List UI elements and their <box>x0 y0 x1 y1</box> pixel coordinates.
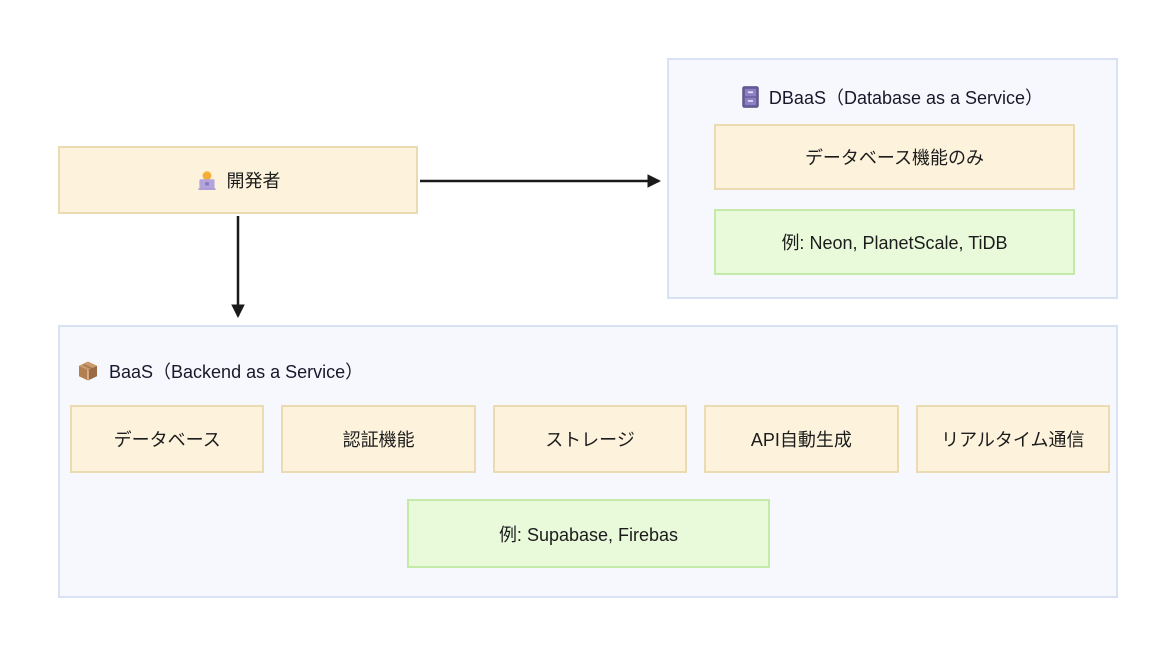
baas-feature-api-label: API自動生成 <box>750 430 852 450</box>
baas-title: BaaS（Backend as a Service） <box>109 362 364 382</box>
baas-title-row: BaaS（Backend as a Service） <box>77 358 363 384</box>
baas-feature-auth: 認証機能 <box>281 405 476 473</box>
baas-feature-auth-label: 認証機能 <box>342 430 415 450</box>
dbaas-group: DBaaS（Database as a Service） データベース機能のみ … <box>667 58 1118 299</box>
baas-feature-storage: ストレージ <box>492 405 688 473</box>
technologist-icon <box>196 169 218 191</box>
developer-node: 開発者 <box>58 146 418 214</box>
developer-label: 開発者 <box>226 171 281 191</box>
baas-feature-database-label: データベース <box>113 430 221 450</box>
file-cabinet-icon <box>742 86 759 108</box>
baas-examples-node: 例: Supabase, Firebas <box>407 499 770 568</box>
baas-feature-database: データベース <box>70 405 265 473</box>
baas-group: BaaS（Backend as a Service） データベース 認証機能 ス… <box>58 325 1118 598</box>
dbaas-examples-node: 例: Neon, PlanetScale, TiDB <box>714 209 1075 275</box>
baas-feature-row: データベース 認証機能 ストレージ API自動生成 リアルタイム通信 <box>70 405 1111 473</box>
dbaas-feature-label: データベース機能のみ <box>804 148 985 168</box>
baas-feature-storage-label: ストレージ <box>545 430 635 450</box>
dbaas-feature-node: データベース機能のみ <box>714 124 1075 190</box>
baas-feature-realtime-label: リアルタイム通信 <box>941 430 1085 450</box>
baas-feature-api: API自動生成 <box>704 405 899 473</box>
package-icon <box>77 360 99 382</box>
dbaas-title-row: DBaaS（Database as a Service） <box>669 84 1116 110</box>
baas-examples-label: 例: Supabase, Firebas <box>498 524 679 545</box>
dbaas-examples-label: 例: Neon, PlanetScale, TiDB <box>781 233 1008 253</box>
baas-feature-realtime: リアルタイム通信 <box>915 405 1111 473</box>
dbaas-title: DBaaS（Database as a Service） <box>768 88 1044 108</box>
